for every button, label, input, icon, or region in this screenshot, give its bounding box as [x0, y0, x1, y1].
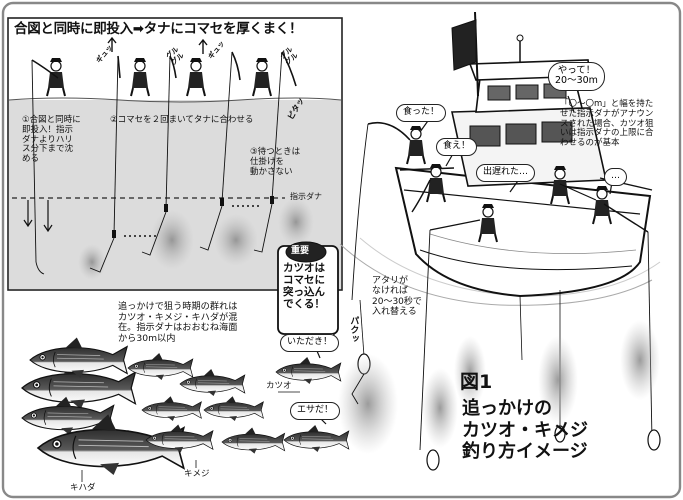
speech-detaare: 出遅れた…: [476, 164, 536, 182]
label-kihada: キハダ: [70, 483, 96, 493]
speech-yatte: やって！ 20～30m: [548, 62, 605, 91]
pakutsu-sfx: パクッ: [348, 316, 359, 343]
speech-katta: 食った！: [396, 104, 447, 122]
speech-kue: 食え！: [436, 138, 478, 156]
figure-number: 図1: [460, 371, 493, 393]
inset-step-3: ③待つときは 仕掛けを 動かさない: [250, 147, 301, 177]
shiji-dana-label: 指示ダナ: [290, 192, 322, 201]
speech-itadaki: いただき！: [280, 334, 340, 352]
important-text: カツオは コマセに 突っ込ん でくる！: [283, 262, 325, 311]
speech-esada: エサだ！: [290, 402, 341, 420]
label-katsuo: カツオ: [266, 381, 292, 391]
fish-school-caption: 追っかけで狙う時期の群れは カツオ・キメジ・キハダが混 在。指示ダナはおおむね海…: [118, 301, 238, 344]
label-kimeji: キメジ: [184, 469, 210, 479]
speech-dots: …: [604, 168, 627, 186]
inset-step-1: ①合図と同時に 即投入！指示 ダナよりハリ ス分下まで沈 める: [22, 115, 81, 165]
oom-note: 「〇～〇m」と幅を持た せた指示ダナがアナウン スされた場合、カツオ狙 いは指示…: [560, 99, 654, 149]
inset-title: 合図と同時に即投入➡タナにコマセを厚くまく！: [14, 21, 303, 37]
atari-caption: アタリが なければ 20～30秒で 入れ替える: [372, 276, 422, 318]
figure-title: 追っかけの カツオ・キメジ 釣り方イメージ: [462, 398, 588, 463]
inset-step-2: ②コマセを２回まいてタナに合わせる: [110, 115, 254, 125]
important-badge: 重要: [291, 246, 310, 256]
